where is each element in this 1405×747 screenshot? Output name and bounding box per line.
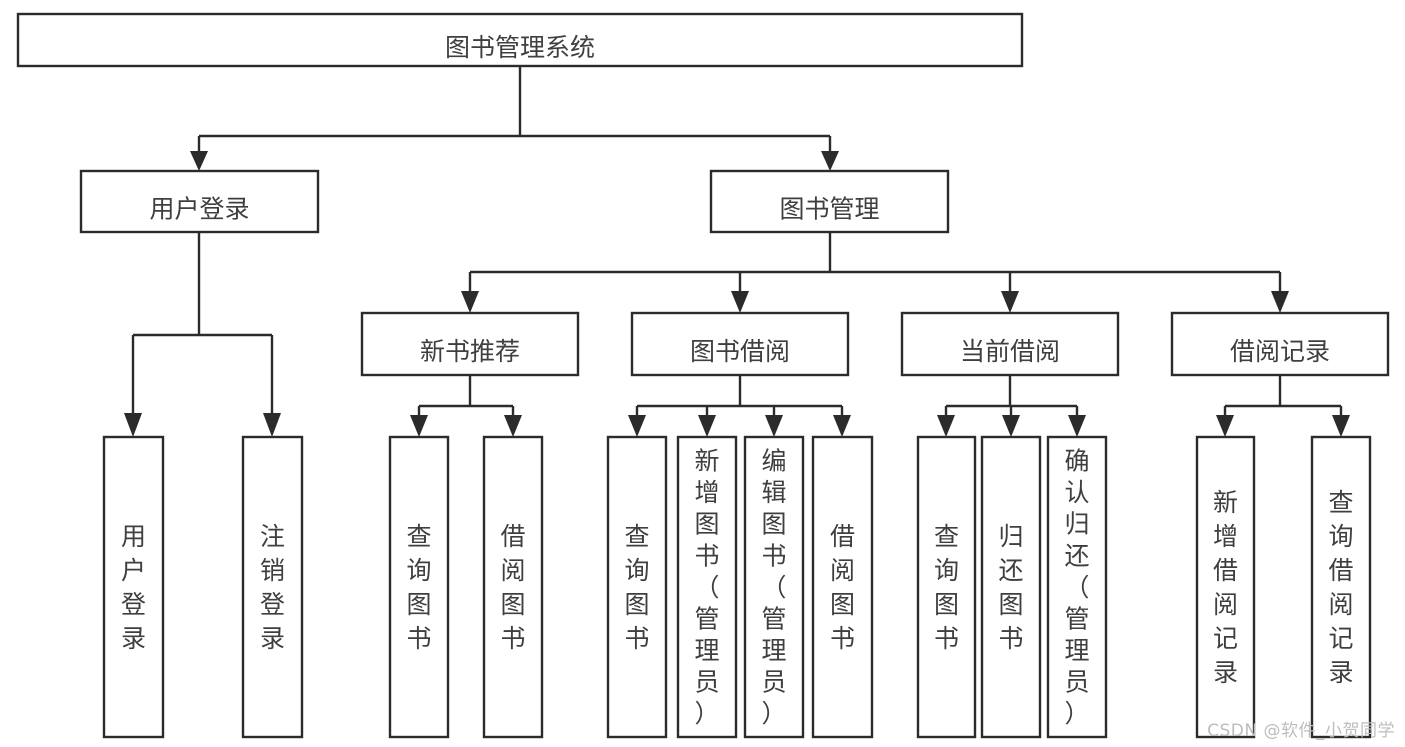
node-user-login[interactable]: 用户登录 bbox=[79, 169, 320, 234]
arrow-head-leaf-query-borrow-record bbox=[1332, 415, 1350, 437]
node-label-leaf-query-book-borrow: 查询图书 bbox=[624, 522, 649, 653]
node-label-book-borrow: 图书借阅 bbox=[690, 337, 790, 366]
node-label-current-borrow: 当前借阅 bbox=[960, 337, 1060, 366]
arrow-head-leaf-borrow-book bbox=[833, 415, 851, 437]
node-label-leaf-edit-book-admin: 编辑图书（管理员） bbox=[761, 447, 786, 728]
node-leaf-add-borrow-record[interactable]: 新增借阅记录 bbox=[1195, 435, 1256, 739]
arrow-head-current-borrow bbox=[1001, 291, 1019, 313]
node-label-root: 图书管理系统 bbox=[445, 33, 595, 62]
arrow-head-leaf-query-book-recommend bbox=[410, 415, 428, 437]
connector-book-borrow-to-leaves bbox=[628, 375, 851, 437]
node-label-new-book-recommend: 新书推荐 bbox=[420, 337, 520, 366]
node-new-book-recommend[interactable]: 新书推荐 bbox=[360, 311, 580, 377]
arrow-head-leaf-confirm-return-admin bbox=[1068, 415, 1086, 437]
node-box-leaf-query-book-borrow[interactable] bbox=[606, 435, 668, 739]
node-leaf-borrow-book-recommend[interactable]: 借阅图书 bbox=[482, 435, 544, 739]
node-leaf-return-book[interactable]: 归还图书 bbox=[980, 435, 1042, 739]
node-box-leaf-user-login[interactable] bbox=[102, 435, 165, 739]
connector-new-book-recommend-to-leaves bbox=[410, 375, 522, 437]
node-box-leaf-add-borrow-record[interactable] bbox=[1195, 435, 1256, 739]
node-label-leaf-logout-login: 注销登录 bbox=[260, 522, 285, 653]
arrow-head-leaf-add-book-admin bbox=[698, 415, 716, 437]
node-box-leaf-borrow-book[interactable] bbox=[811, 435, 874, 739]
node-box-leaf-confirm-return-admin[interactable] bbox=[1046, 435, 1108, 739]
node-borrow-record[interactable]: 借阅记录 bbox=[1170, 311, 1390, 377]
connector-user-login-to-leaves bbox=[124, 232, 281, 437]
node-leaf-logout-login[interactable]: 注销登录 bbox=[241, 435, 304, 739]
node-box-leaf-edit-book-admin[interactable] bbox=[743, 435, 805, 739]
node-label-leaf-query-book-recommend: 查询图书 bbox=[406, 522, 431, 653]
connector-book-management-to-level3 bbox=[461, 232, 1289, 313]
node-leaf-confirm-return-admin[interactable]: 确认归还（管理员） bbox=[1046, 435, 1108, 739]
node-book-management[interactable]: 图书管理 bbox=[709, 169, 950, 234]
arrow-head-leaf-return-book bbox=[1002, 415, 1020, 437]
connector-root-to-level2 bbox=[190, 66, 839, 171]
nodes-layer: 图书管理系统用户登录图书管理新书推荐图书借阅当前借阅借阅记录用户登录注销登录查询… bbox=[16, 12, 1390, 739]
node-label-leaf-user-login: 用户登录 bbox=[121, 522, 146, 653]
arrow-head-leaf-query-book-current bbox=[937, 415, 955, 437]
arrow-head-leaf-user-login bbox=[124, 413, 142, 437]
node-box-user-login[interactable] bbox=[79, 169, 320, 234]
node-box-leaf-borrow-book-recommend[interactable] bbox=[482, 435, 544, 739]
node-box-leaf-return-book[interactable] bbox=[980, 435, 1042, 739]
node-label-leaf-add-borrow-record: 新增借阅记录 bbox=[1213, 488, 1238, 687]
node-box-borrow-record[interactable] bbox=[1170, 311, 1390, 377]
node-label-user-login: 用户登录 bbox=[149, 195, 249, 224]
node-leaf-add-book-admin[interactable]: 新增图书（管理员） bbox=[676, 435, 738, 739]
csdn-watermark: CSDN @软件_小贺同学 bbox=[1207, 721, 1395, 741]
node-label-leaf-query-borrow-record: 查询借阅记录 bbox=[1328, 488, 1353, 687]
node-label-book-management: 图书管理 bbox=[779, 195, 879, 224]
node-box-leaf-query-borrow-record[interactable] bbox=[1310, 435, 1372, 739]
arrow-head-book-management bbox=[821, 151, 839, 171]
node-leaf-query-book-borrow[interactable]: 查询图书 bbox=[606, 435, 668, 739]
arrow-head-leaf-edit-book-admin bbox=[765, 415, 783, 437]
node-leaf-borrow-book[interactable]: 借阅图书 bbox=[811, 435, 874, 739]
node-leaf-user-login[interactable]: 用户登录 bbox=[102, 435, 165, 739]
node-label-leaf-return-book: 归还图书 bbox=[998, 522, 1023, 653]
node-box-leaf-query-book-current[interactable] bbox=[916, 435, 977, 739]
arrow-head-leaf-add-borrow-record bbox=[1216, 415, 1234, 437]
node-box-leaf-query-book-recommend[interactable] bbox=[388, 435, 450, 739]
node-leaf-query-book-recommend[interactable]: 查询图书 bbox=[388, 435, 450, 739]
node-root[interactable]: 图书管理系统 bbox=[16, 12, 1024, 68]
arrow-head-leaf-query-book-borrow bbox=[628, 415, 646, 437]
node-box-root[interactable] bbox=[16, 12, 1024, 68]
node-box-leaf-logout-login[interactable] bbox=[241, 435, 304, 739]
node-box-book-borrow[interactable] bbox=[630, 311, 850, 377]
node-leaf-query-borrow-record[interactable]: 查询借阅记录 bbox=[1310, 435, 1372, 739]
node-box-leaf-add-book-admin[interactable] bbox=[676, 435, 738, 739]
node-label-borrow-record: 借阅记录 bbox=[1230, 337, 1330, 366]
arrow-head-book-borrow bbox=[731, 291, 749, 313]
node-book-borrow[interactable]: 图书借阅 bbox=[630, 311, 850, 377]
node-label-leaf-query-book-current: 查询图书 bbox=[934, 522, 959, 653]
connector-current-borrow-to-leaves bbox=[937, 375, 1086, 437]
arrow-head-leaf-logout-login bbox=[263, 413, 281, 437]
node-box-new-book-recommend[interactable] bbox=[360, 311, 580, 377]
arrow-head-new-book-recommend bbox=[461, 291, 479, 313]
node-label-leaf-borrow-book-recommend: 借阅图书 bbox=[500, 522, 525, 653]
node-label-leaf-confirm-return-admin: 确认归还（管理员） bbox=[1064, 447, 1089, 728]
node-leaf-edit-book-admin[interactable]: 编辑图书（管理员） bbox=[743, 435, 805, 739]
node-box-current-borrow[interactable] bbox=[900, 311, 1120, 377]
arrow-head-user-login bbox=[190, 151, 208, 171]
node-box-book-management[interactable] bbox=[709, 169, 950, 234]
node-label-leaf-add-book-admin: 新增图书（管理员） bbox=[694, 447, 719, 728]
node-label-leaf-borrow-book: 借阅图书 bbox=[830, 522, 855, 653]
arrow-head-borrow-record bbox=[1271, 291, 1289, 313]
connector-borrow-record-to-leaves bbox=[1216, 375, 1350, 437]
node-leaf-query-book-current[interactable]: 查询图书 bbox=[916, 435, 977, 739]
node-current-borrow[interactable]: 当前借阅 bbox=[900, 311, 1120, 377]
arrow-head-leaf-borrow-book-recommend bbox=[504, 415, 522, 437]
